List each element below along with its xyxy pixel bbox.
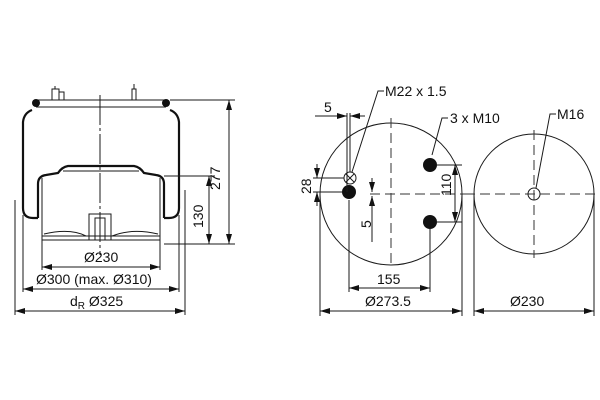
bead-left (32, 99, 40, 107)
dim-offset-5-top: 5 (324, 99, 332, 115)
dim-bolt-spacing-110: 110 (438, 173, 454, 196)
dim-height-130: 130 (190, 204, 206, 228)
side-view-air-spring (21, 84, 181, 255)
piston-outline (36, 164, 166, 218)
label-m22: M22 x 1.5 (385, 83, 447, 99)
dim-bottom-plate-diameter: Ø230 (510, 293, 544, 309)
bead-right (162, 99, 170, 107)
bolt-hole-top (423, 158, 437, 172)
bellow-right-wall (164, 108, 181, 220)
air-fitting-stud (51, 86, 65, 101)
bolt-hole-bottom (423, 215, 437, 229)
air-port-symbol (343, 171, 357, 185)
m16-hole (527, 187, 541, 201)
bellow-left-wall (21, 108, 38, 220)
mounting-stud (131, 84, 137, 101)
dim-bellow-diameter: Ø300 (max. Ø310) (36, 271, 152, 287)
dim-offset-5-vertical: 5 (358, 220, 374, 228)
dim-offset-28: 28 (298, 178, 314, 194)
bottom-plate-view: M16 Ø230 (465, 106, 600, 316)
stud-hole-left (342, 185, 356, 199)
dim-top-plate-diameter: Ø273.5 (365, 293, 411, 309)
side-view-dimensions: 277 130 Ø230 Ø300 (max. Ø310) dR Ø325 (14, 99, 235, 315)
dim-ring-diameter: dR Ø325 (70, 293, 123, 312)
top-plate-dimensions: M22 x 1.5 3 x M10 5 28 5 110 155 (298, 83, 500, 316)
label-3xm10: 3 x M10 (450, 110, 500, 126)
label-m16: M16 (557, 106, 584, 122)
dim-piston-diameter: Ø230 (84, 249, 118, 265)
dim-bolt-offset-155: 155 (377, 271, 401, 287)
